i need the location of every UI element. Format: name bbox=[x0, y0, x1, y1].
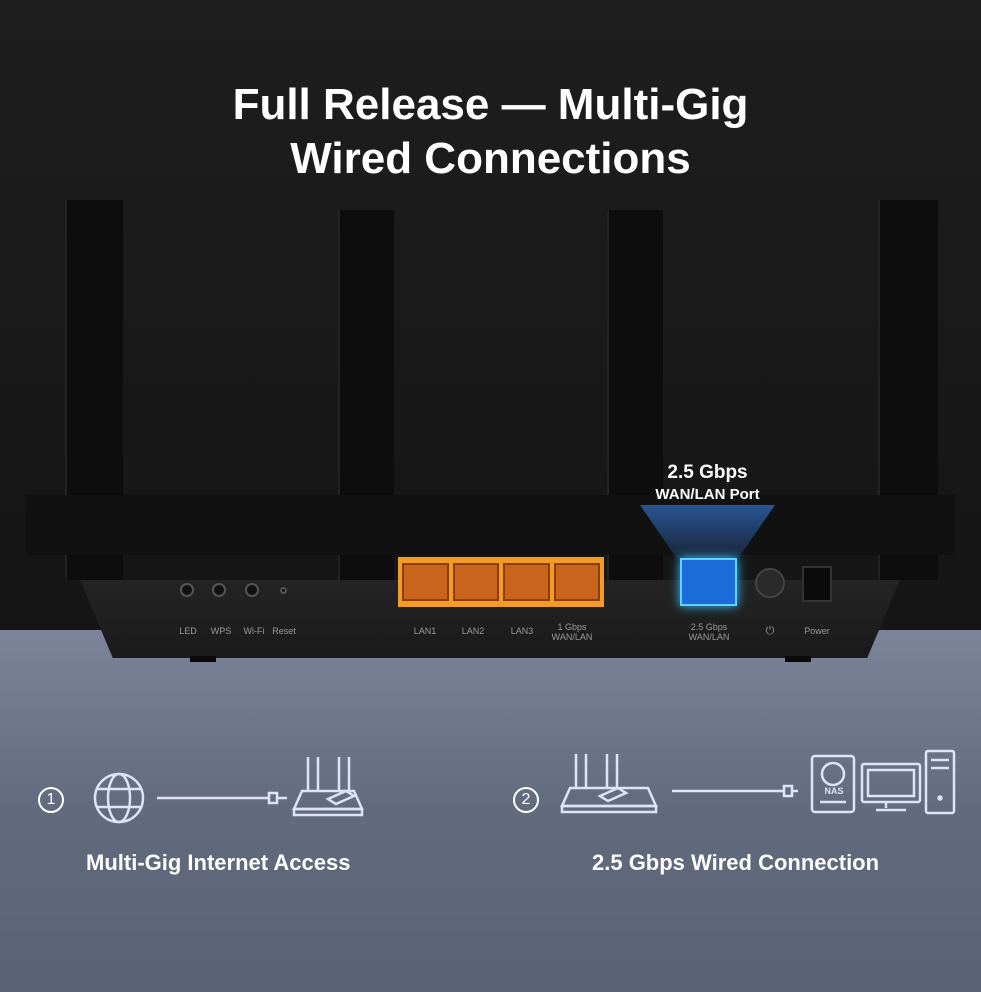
nas-icon bbox=[810, 754, 856, 814]
reset-pinhole bbox=[280, 587, 287, 594]
callout-speed: 2.5 Gbps bbox=[667, 462, 748, 483]
feature-2-caption: 2.5 Gbps Wired Connection bbox=[592, 850, 880, 875]
lan3-port bbox=[503, 563, 550, 601]
nas-label: NAS bbox=[824, 786, 844, 796]
lan2-port bbox=[452, 563, 499, 601]
label-power: Power bbox=[804, 626, 830, 636]
callout-port: WAN/LAN Port bbox=[655, 486, 760, 503]
lan-ports bbox=[398, 557, 604, 607]
label-wan1-speed: 1 Gbps bbox=[557, 622, 587, 632]
wan1-port bbox=[553, 563, 600, 601]
wifi-button bbox=[245, 583, 259, 597]
label-led: LED bbox=[179, 626, 197, 636]
label-wan1: WAN/LAN bbox=[551, 632, 593, 642]
label-lan2: LAN2 bbox=[461, 626, 485, 636]
headline-line2: Wired Connections bbox=[290, 134, 691, 183]
router-icon bbox=[292, 757, 364, 817]
label-wps: WPS bbox=[210, 626, 232, 636]
power-button bbox=[755, 568, 785, 598]
wps-button bbox=[212, 583, 226, 597]
cable-icon bbox=[157, 791, 287, 805]
label-wifi: Wi-Fi bbox=[243, 626, 265, 636]
power-symbol-icon: ⏻ bbox=[765, 625, 775, 637]
desktop-tower-icon bbox=[924, 749, 956, 815]
label-lan1: LAN1 bbox=[413, 626, 437, 636]
feature-1-caption: Multi-Gig Internet Access bbox=[86, 850, 351, 875]
router-foot bbox=[785, 656, 811, 662]
router-icon bbox=[560, 754, 658, 814]
globe-icon bbox=[93, 772, 145, 824]
wan-2-5g-port bbox=[680, 558, 737, 606]
label-wan2-speed: 2.5 Gbps bbox=[690, 622, 728, 632]
label-wan2: WAN/LAN bbox=[688, 632, 730, 642]
label-reset: Reset bbox=[272, 626, 296, 636]
led-button bbox=[180, 583, 194, 597]
label-lan3: LAN3 bbox=[510, 626, 534, 636]
lan1-port bbox=[402, 563, 449, 601]
step-number-2: 2 bbox=[513, 787, 539, 813]
router-foot bbox=[190, 656, 216, 662]
headline-line1: Full Release — Multi-Gig bbox=[232, 80, 749, 129]
monitor-icon bbox=[860, 762, 922, 812]
cable-icon bbox=[672, 784, 798, 798]
router-top bbox=[25, 495, 955, 555]
dc-power-jack bbox=[802, 566, 832, 602]
step-number-1: 1 bbox=[38, 787, 64, 813]
